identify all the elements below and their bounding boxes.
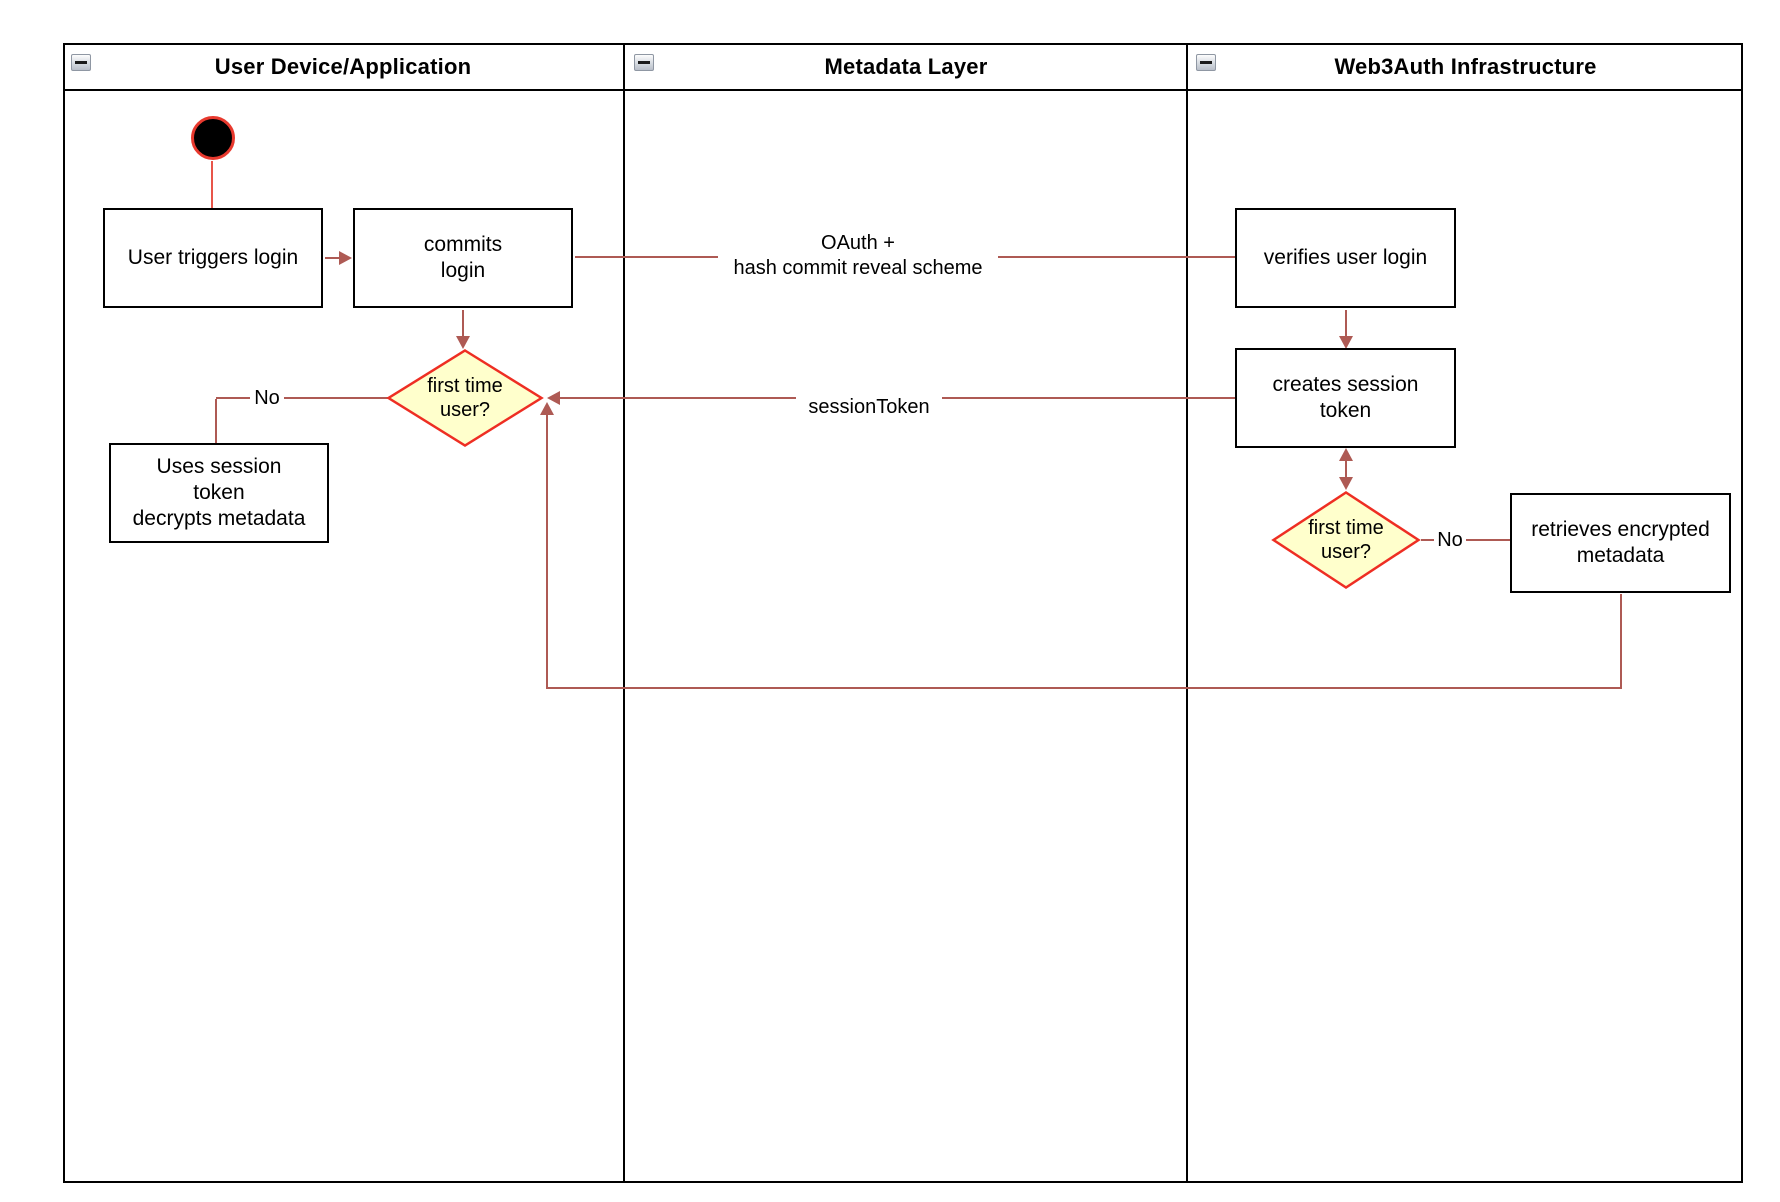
node-label: commits login — [423, 233, 503, 282]
node-uses-session-token[interactable]: Uses session token decrypts metadata — [109, 443, 329, 543]
edge-loop-up — [546, 413, 548, 688]
edge-loop-down — [1620, 594, 1622, 688]
arrowhead-down-icon — [456, 336, 470, 349]
node-label: retrieves encrypted metadata — [1531, 518, 1710, 567]
node-label: verifies user login — [1263, 246, 1428, 269]
lane-title: User Device/Application — [214, 54, 472, 79]
swimlane-frame — [63, 43, 1743, 1183]
arrowhead-left-icon — [547, 391, 560, 405]
lane-header-user-device[interactable]: User Device/Application — [63, 45, 623, 89]
lane-title: Web3Auth Infrastructure — [1334, 54, 1597, 79]
decision-first-time-user-left[interactable] — [386, 348, 544, 448]
decision-label: first time user? — [1308, 517, 1384, 563]
decision-label: first time user? — [427, 375, 503, 421]
node-verifies-user-login[interactable]: verifies user login — [1235, 208, 1456, 308]
node-user-triggers-login[interactable]: User triggers login — [103, 208, 323, 308]
arrowhead-down-icon — [1339, 477, 1353, 490]
node-label: Uses session token decrypts metadata — [132, 455, 306, 530]
edge-trigger-to-commit — [325, 257, 341, 259]
lane-header-metadata-layer[interactable]: Metadata Layer — [626, 45, 1186, 89]
edge-loop-horizontal — [546, 687, 1622, 689]
header-divider — [63, 89, 1743, 91]
collapse-icon[interactable] — [634, 54, 654, 71]
edge-no-left-v — [215, 399, 217, 443]
lane-divider-2 — [1186, 43, 1188, 1183]
edge-label-session-token: sessionToken — [796, 395, 942, 420]
arrowhead-right-icon — [339, 251, 352, 265]
edge-label-no-right: No — [1434, 528, 1466, 553]
edge-start-to-trigger — [211, 161, 213, 208]
edge-commit-to-decision — [462, 310, 464, 336]
arrowhead-up-icon — [540, 402, 554, 415]
edge-verifies-to-creates — [1345, 310, 1347, 336]
node-label: User triggers login — [127, 246, 299, 269]
lane-header-web3auth-infrastructure[interactable]: Web3Auth Infrastructure — [1188, 45, 1743, 89]
edge-no-left-h — [216, 397, 388, 399]
lane-divider-1 — [623, 43, 625, 1183]
edge-creates-to-decision — [1345, 459, 1347, 479]
collapse-icon[interactable] — [1196, 54, 1216, 71]
node-commits-login[interactable]: commits login — [353, 208, 573, 308]
arrowhead-up-icon — [1339, 448, 1353, 461]
arrowhead-down-icon — [1339, 336, 1353, 349]
start-node[interactable] — [191, 116, 235, 160]
node-retrieves-encrypted-metadata[interactable]: retrieves encrypted metadata — [1510, 493, 1731, 593]
node-label: creates session token — [1272, 373, 1419, 422]
collapse-icon[interactable] — [71, 54, 91, 71]
decision-first-time-user-right[interactable] — [1271, 490, 1421, 590]
node-creates-session-token[interactable]: creates session token — [1235, 348, 1456, 448]
lane-title: Metadata Layer — [824, 54, 988, 79]
edge-label-oauth: OAuth + hash commit reveal scheme — [718, 231, 998, 281]
edge-label-no-left: No — [250, 386, 284, 411]
